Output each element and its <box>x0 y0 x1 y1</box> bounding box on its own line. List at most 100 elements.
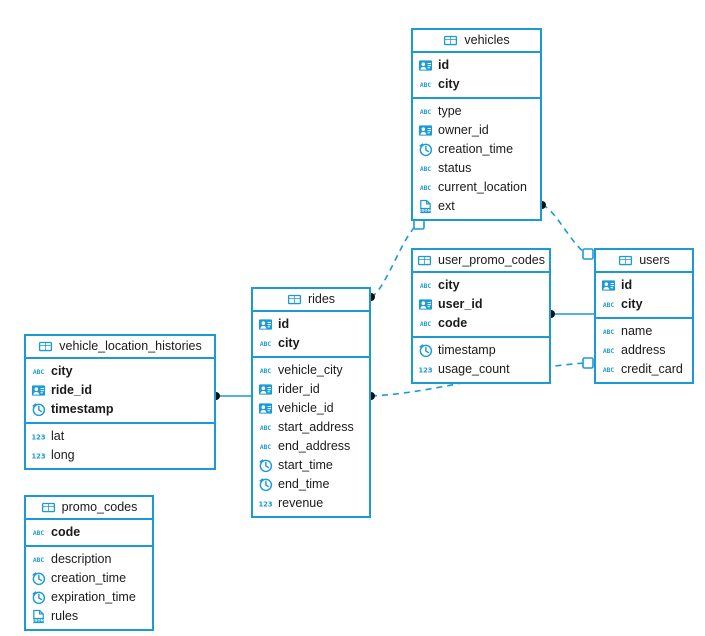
svg-text:ABC: ABC <box>420 283 432 290</box>
entity-header[interactable]: users <box>596 250 692 273</box>
id-icon <box>418 58 433 73</box>
svg-text:ABC: ABC <box>420 185 432 192</box>
table-icon <box>38 339 53 354</box>
field-row[interactable]: rider_id <box>253 380 369 399</box>
field-row[interactable]: id <box>253 315 369 334</box>
field-row[interactable]: ABC code <box>413 314 549 333</box>
id-icon <box>418 297 433 312</box>
field-row[interactable]: id <box>596 276 692 295</box>
field-name: user_id <box>438 297 483 312</box>
field-row[interactable]: vehicle_id <box>253 399 369 418</box>
field-row[interactable]: ABC start_address <box>253 418 369 437</box>
svg-text:JSON: JSON <box>32 617 44 622</box>
clock-icon <box>418 343 433 358</box>
json-icon: JSON <box>418 199 433 214</box>
field-row[interactable]: start_time <box>253 456 369 475</box>
entity-title: user_promo_codes <box>438 253 546 268</box>
field-row[interactable]: end_time <box>253 475 369 494</box>
entity-header[interactable]: vehicles <box>413 30 540 53</box>
field-name: code <box>438 316 468 331</box>
relationship-endpoint-square <box>582 248 594 260</box>
svg-text:ABC: ABC <box>260 425 272 432</box>
field-row[interactable]: JSON ext <box>413 197 540 216</box>
field-row[interactable]: timestamp <box>26 400 214 419</box>
id-icon <box>258 317 273 332</box>
table-icon <box>443 33 458 48</box>
field-row[interactable]: expiration_time <box>26 588 152 607</box>
abc-icon: ABC <box>31 552 46 567</box>
entity-header[interactable]: vehicle_location_histories <box>26 336 214 359</box>
svg-text:123: 123 <box>418 366 432 374</box>
field-name: creation_time <box>51 571 127 586</box>
field-row[interactable]: timestamp <box>413 341 549 360</box>
field-row[interactable]: creation_time <box>26 569 152 588</box>
entity-header[interactable]: promo_codes <box>26 497 152 520</box>
field-row[interactable]: owner_id <box>413 121 540 140</box>
svg-text:123: 123 <box>31 452 45 460</box>
svg-text:ABC: ABC <box>420 321 432 328</box>
123-icon: 123 <box>31 429 46 444</box>
svg-text:ABC: ABC <box>260 368 272 375</box>
table-icon <box>417 253 432 268</box>
field-name: vehicle_id <box>278 401 334 416</box>
field-name: start_address <box>278 420 354 435</box>
entity-title: vehicle_location_histories <box>59 339 202 354</box>
field-row[interactable]: ride_id <box>26 381 214 400</box>
entity-header[interactable]: user_promo_codes <box>413 250 549 273</box>
field-name: expiration_time <box>51 590 136 605</box>
svg-text:ABC: ABC <box>420 166 432 173</box>
svg-text:ABC: ABC <box>603 302 615 309</box>
field-row[interactable]: user_id <box>413 295 549 314</box>
field-row[interactable]: id <box>413 56 540 75</box>
field-row[interactable]: creation_time <box>413 140 540 159</box>
relationship-vehicle-location-histories-to-rides[interactable] <box>212 392 251 400</box>
relationship-endpoint-square <box>582 357 594 369</box>
abc-icon: ABC <box>258 420 273 435</box>
relationship-user-promo-codes-to-users[interactable] <box>547 310 594 318</box>
field-name: city <box>51 364 73 379</box>
field-name: code <box>51 525 81 540</box>
entity-header[interactable]: rides <box>253 289 369 312</box>
entity-title: vehicles <box>464 33 510 48</box>
field-row[interactable]: 123 lat <box>26 427 214 446</box>
abc-icon: ABC <box>418 161 433 176</box>
field-name: lat <box>51 429 65 444</box>
123-icon: 123 <box>31 448 46 463</box>
field-name: ext <box>438 199 455 214</box>
svg-text:ABC: ABC <box>420 109 432 116</box>
field-name: end_time <box>278 477 330 492</box>
